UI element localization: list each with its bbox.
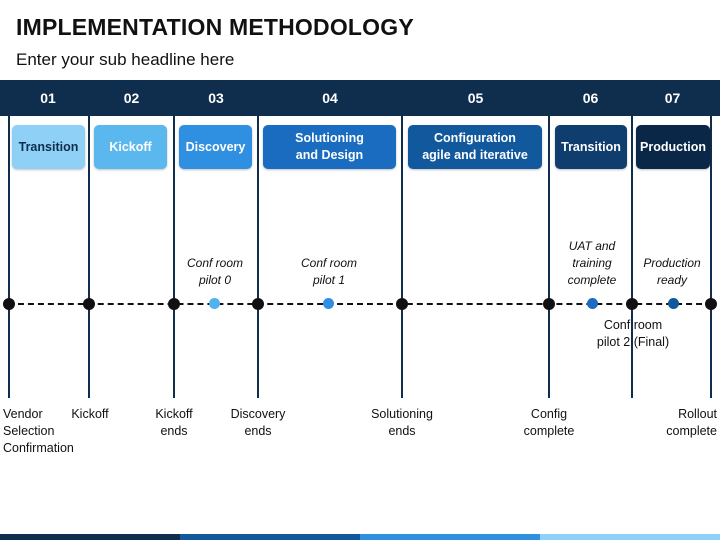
phase-box-production: Production — [636, 125, 710, 169]
column-divider — [548, 80, 550, 398]
timeline-boundary-dot — [396, 298, 408, 310]
phase-box-kickoff: Kickoff — [94, 125, 167, 169]
column-divider — [257, 80, 259, 398]
milestone-dot-uat — [587, 298, 598, 309]
phase-number-03: 03 — [208, 90, 224, 106]
milestone-dot-production-ready — [668, 298, 679, 309]
bottom-label-kickoff: Kickoff — [71, 407, 109, 421]
footer-color-stripe — [0, 534, 720, 540]
timeline-boundary-dot — [626, 298, 638, 310]
footer-stripe-segment — [540, 534, 720, 540]
phase-number-05: 05 — [467, 90, 484, 106]
timeline-boundary-dot — [3, 298, 15, 310]
phase-number-02: 02 — [123, 90, 140, 106]
timeline-boundary-dot — [252, 298, 264, 310]
footer-stripe-segment — [360, 534, 540, 540]
column-divider — [401, 80, 403, 398]
column-divider — [8, 80, 10, 398]
footer-stripe-segment — [0, 534, 180, 540]
phase-number-04: 04 — [322, 90, 338, 106]
phase-box-discovery: Discovery — [179, 125, 252, 169]
timeline-dashed-line — [8, 303, 712, 305]
timeline-boundary-dot — [168, 298, 180, 310]
timeline-boundary-dot — [543, 298, 555, 310]
page-subtitle: Enter your sub headline here — [16, 50, 235, 69]
footer-stripe-segment — [180, 534, 360, 540]
phase-number-06: 06 — [582, 90, 599, 106]
phase-number-01: 01 — [40, 90, 56, 106]
phase-number-07: 07 — [664, 90, 681, 106]
column-divider — [88, 80, 90, 398]
phase-box-transition-1: Transition — [12, 125, 85, 169]
column-divider — [173, 80, 175, 398]
milestone-dot-pilot-1 — [323, 298, 334, 309]
column-divider — [710, 80, 712, 398]
page-title: IMPLEMENTATION METHODOLOGY — [16, 14, 414, 40]
timeline-boundary-dot — [705, 298, 717, 310]
column-divider — [631, 80, 633, 398]
milestone-dot-pilot-0 — [209, 298, 220, 309]
phase-number-header: 01 02 03 04 05 06 07 — [0, 80, 720, 116]
timeline-boundary-dot — [83, 298, 95, 310]
phase-box-transition-2: Transition — [555, 125, 627, 169]
